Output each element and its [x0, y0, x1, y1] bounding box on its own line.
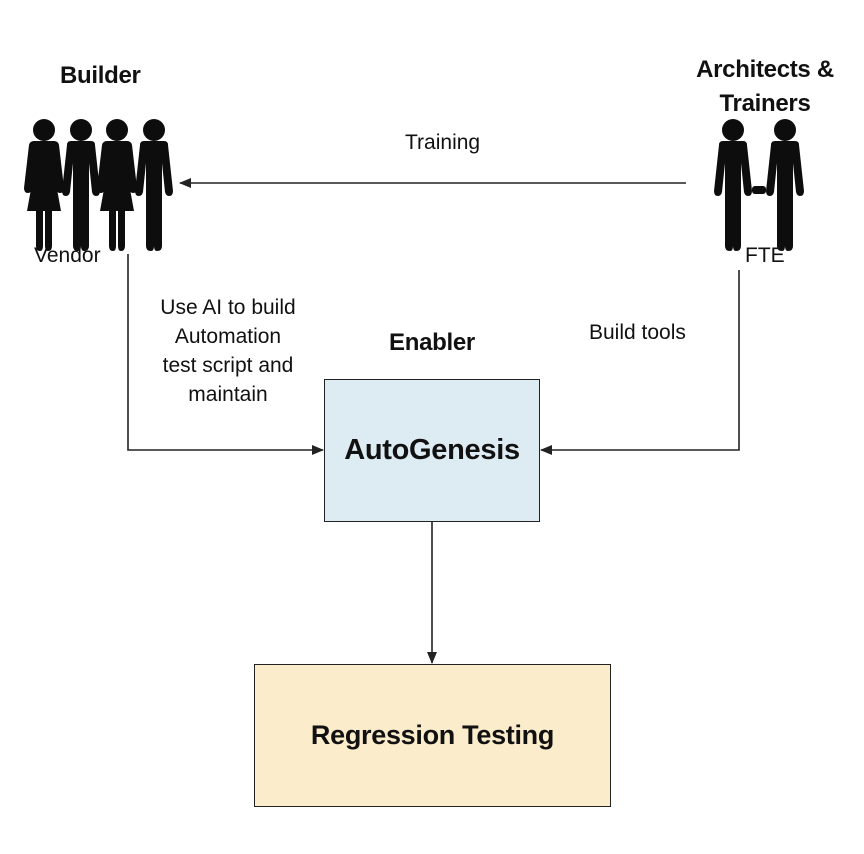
use-ai-line3: test script and [162, 354, 294, 377]
holding-hands [752, 186, 766, 194]
training-label: Training [405, 131, 481, 154]
person-figure [135, 119, 173, 251]
enabler-caption: Enabler [389, 329, 475, 356]
fte-to-enabler-arrow [540, 270, 740, 455]
builder-title: Builder [60, 62, 141, 89]
builder-subtitle: Vendor [34, 244, 101, 267]
person-figure [97, 119, 137, 251]
person-figure [714, 119, 752, 251]
architects-title-line1: Architects & [696, 56, 834, 83]
use-ai-line1: Use AI to build [160, 296, 296, 319]
architects-title: Architects & Trainers [690, 53, 840, 121]
builder-to-enabler-arrow [127, 254, 324, 455]
regression-testing-label: Regression Testing [310, 720, 555, 750]
person-figure [24, 119, 64, 251]
group-of-four-people-icon [24, 119, 173, 251]
person-figure [62, 119, 100, 251]
person-figure [766, 119, 804, 251]
build-tools-label: Build tools [589, 321, 686, 344]
architects-title-line2: Trainers [719, 90, 811, 117]
architects-subtitle: FTE [745, 244, 785, 267]
use-ai-line2: Automation [174, 325, 282, 348]
autogenesis-label: AutoGenesis [344, 434, 520, 466]
group-of-two-people-icon [714, 119, 804, 251]
regression-testing-box: Regression Testing [254, 664, 611, 807]
use-ai-label: Use AI to build Automation test script a… [148, 293, 308, 409]
autogenesis-box: AutoGenesis [324, 379, 540, 522]
use-ai-line4: maintain [188, 383, 268, 406]
